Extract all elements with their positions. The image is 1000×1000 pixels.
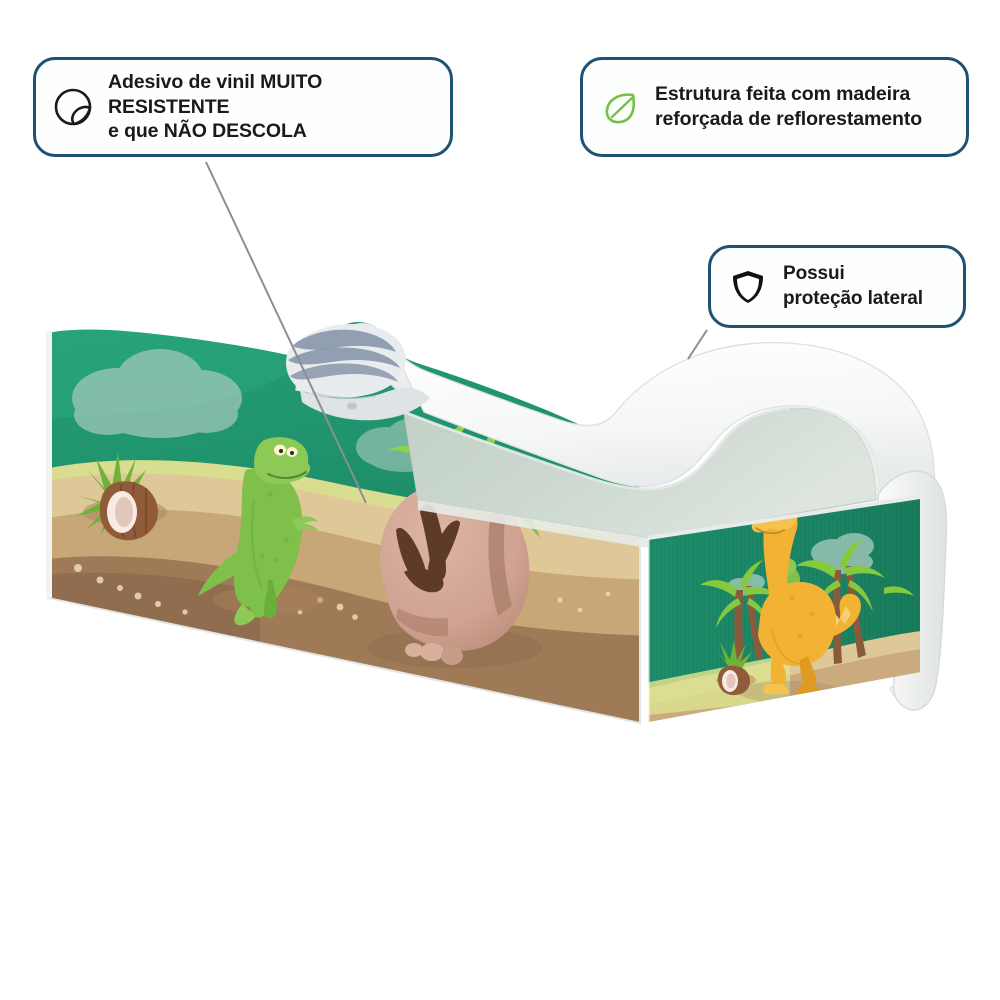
mattress-front-lip	[418, 500, 648, 548]
footboard-top-edge	[647, 495, 921, 540]
peeling-sticker-icon	[52, 86, 94, 128]
frame-post-upper-edge	[786, 405, 880, 500]
footprint-icon	[396, 504, 460, 593]
callout-side-protection-text: Possui proteção lateral	[783, 263, 923, 309]
coconut-plant	[76, 452, 167, 541]
rock-with-footprint	[367, 481, 543, 668]
callout-wood[interactable]: Estrutura feita com madeira reforçada de…	[580, 57, 969, 157]
brontosaurus-dinosaur	[738, 498, 861, 703]
leaf-icon	[599, 86, 641, 128]
callout-wood-text: Estrutura feita com madeira reforçada de…	[655, 83, 923, 130]
bed-frame-top-rim	[391, 341, 936, 501]
footboard-coconut	[714, 640, 756, 696]
side-panel-left-cap	[46, 331, 52, 598]
callout-side-protection[interactable]: Possui proteção lateral	[708, 245, 966, 328]
shield-icon	[727, 266, 769, 308]
callout-sticker[interactable]: Adesivo de vinil MUITO RESISTENTE e que …	[33, 57, 453, 157]
sand-specks	[74, 564, 611, 620]
mattress-highlight	[403, 406, 791, 491]
callout-sticker-text: Adesivo de vinil MUITO RESISTENTE e que …	[108, 70, 323, 143]
